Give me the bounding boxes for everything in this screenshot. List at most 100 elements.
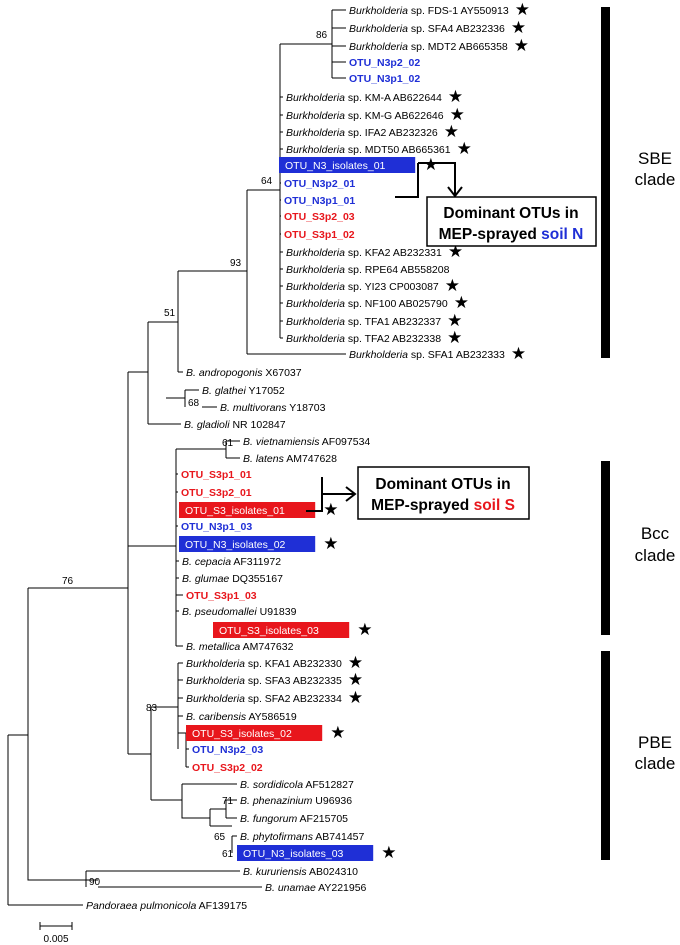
tree-tip: Burkholderia sp. IFA2 AB232326 (286, 127, 438, 139)
tree-tip: OTU_N3_isolates_03 (237, 845, 374, 861)
tree-tip: OTU_N3_isolates_01 (279, 157, 416, 173)
tree-tip: B. latens AM747628 (243, 453, 337, 465)
clade-label-sbe-line2: clade (635, 170, 676, 189)
tip-label: OTU_N3p1_02 (349, 73, 420, 85)
tree-tip: Burkholderia sp. KFA2 AB232331 (286, 247, 442, 259)
tip-label: Pandoraea pulmonicola AF139175 (86, 900, 247, 912)
tip-label: Burkholderia sp. NF100 AB025790 (286, 298, 448, 310)
tree-tip: OTU_S3p2_01 (181, 487, 252, 499)
tip-label: B. fungorum AF215705 (240, 813, 348, 825)
tip-label: OTU_S3p1_03 (186, 590, 257, 602)
bootstrap-value: 68 (188, 398, 200, 409)
clade-label-bcc-line2: clade (635, 546, 676, 565)
tree-tip: Burkholderia sp. NF100 AB025790 (286, 298, 448, 310)
tree-tip: Burkholderia sp. KFA1 AB232330 (186, 658, 342, 670)
tree-tip: Burkholderia sp. SFA4 AB232336 (349, 23, 505, 35)
star-icon: ★ (381, 843, 396, 863)
tip-label: Burkholderia sp. MDT50 AB665361 (286, 144, 451, 156)
scale-bar: 0.005 (39, 922, 73, 945)
tip-label: B. cepacia AF311972 (182, 556, 281, 568)
tip-label: B. pseudomallei U91839 (182, 606, 297, 618)
callout-s-soil: soil S (474, 497, 515, 514)
tree-branch (166, 390, 186, 407)
star-icon: ★ (511, 18, 526, 38)
tree-tip: B. andropogonis X67037 (186, 367, 302, 379)
tree-tip: OTU_S3_isolates_03 (213, 622, 350, 638)
bootstrap-value: 61 (222, 849, 234, 860)
star-icon: ★ (348, 653, 363, 673)
tip-label: OTU_S3p2_02 (192, 762, 263, 774)
bootstrap-value: 93 (230, 258, 242, 269)
otu-highlight-box (179, 502, 316, 518)
tip-label: B. sordidicola AF512827 (240, 779, 354, 791)
tip-label: OTU_S3_isolates_02 (192, 728, 292, 740)
otu-highlight-box (179, 536, 316, 552)
tip-label: B. metallica AM747632 (186, 641, 294, 653)
bootstrap-value: 86 (316, 30, 328, 41)
tree-tip: Burkholderia sp. MDT50 AB665361 (286, 144, 451, 156)
tip-label: OTU_N3_isolates_03 (243, 848, 344, 860)
bootstrap-value: 90 (89, 877, 101, 888)
tree-branch (178, 732, 187, 767)
tip-label: B. glathei Y17052 (202, 385, 285, 397)
tree-tip: OTU_S3_isolates_01 (179, 502, 316, 518)
tree-tip: Burkholderia sp. FDS-1 AY550913 (349, 5, 509, 17)
otu-highlight-box (237, 845, 374, 861)
tip-label: Burkholderia sp. MDT2 AB665358 (349, 41, 508, 53)
clade-bar-sbe (601, 7, 610, 358)
tip-label: OTU_N3p2_03 (192, 744, 263, 756)
tree-tip: OTU_N3p1_02 (349, 73, 420, 85)
tree-tip: B. fungorum AF215705 (240, 813, 348, 825)
tip-label: Burkholderia sp. KM-A AB622644 (286, 92, 442, 104)
tip-label: OTU_S3p1_02 (284, 229, 355, 241)
bootstrap-value: 64 (261, 176, 273, 187)
tip-label: B. andropogonis X67037 (186, 367, 302, 379)
callout-soil-n: Dominant OTUs in MEP-sprayed soil N (395, 162, 597, 247)
tip-label: Burkholderia sp. KFA1 AB232330 (186, 658, 342, 670)
tree-tip: Pandoraea pulmonicola AF139175 (86, 900, 247, 912)
bootstrap-value: 71 (222, 796, 234, 807)
otu-highlight-box (186, 725, 323, 741)
callout-arrowhead-s (345, 486, 357, 502)
tip-label: B. kururiensis AB024310 (243, 866, 358, 878)
tip-label: Burkholderia sp. KM-G AB622646 (286, 110, 444, 122)
otu-highlight-box (213, 622, 350, 638)
clade-label-pbe-line2: clade (635, 754, 676, 773)
star-icon: ★ (357, 620, 372, 640)
callout-arrowhead-n (447, 186, 463, 198)
star-icon: ★ (444, 122, 459, 142)
tip-label: B. vietnamiensis AF097534 (243, 436, 370, 448)
tree-tip: B. vietnamiensis AF097534 (243, 436, 370, 448)
tree-tip: OTU_S3p1_02 (284, 229, 355, 241)
tip-label: Burkholderia sp. TFA1 AB232337 (286, 316, 441, 328)
tree-tip: B. phenazinium U96936 (240, 795, 352, 807)
bootstrap-value: 65 (214, 832, 226, 843)
tip-labels: Burkholderia sp. FDS-1 AY550913★Burkhold… (86, 0, 530, 912)
tree-tip: OTU_S3p2_02 (192, 762, 263, 774)
tip-label: Burkholderia sp. SFA1 AB232333 (349, 349, 505, 361)
tip-label: Burkholderia sp. TFA2 AB232338 (286, 333, 441, 345)
tree-branch (176, 441, 227, 458)
tip-label: Burkholderia sp. IFA2 AB232326 (286, 127, 438, 139)
tree-tip: B. multivorans Y18703 (220, 402, 326, 414)
callout-s-line1: Dominant OTUs in (375, 476, 510, 493)
tree-tip: OTU_N3p1_01 (284, 195, 355, 207)
tree-tip: Burkholderia sp. SFA3 AB232335 (186, 675, 342, 687)
tree-tip: OTU_N3p1_03 (181, 521, 252, 533)
tree-tip: Burkholderia sp. KM-G AB622646 (286, 110, 444, 122)
tree-tip: Burkholderia sp. YI23 CP003087 (286, 281, 439, 293)
tip-label: OTU_N3p2_02 (349, 57, 420, 69)
tree-branch (85, 871, 98, 887)
star-icon: ★ (447, 328, 462, 348)
star-icon: ★ (348, 688, 363, 708)
bootstrap-value: 51 (164, 308, 176, 319)
clade-sbe: SBE clade (601, 7, 675, 358)
star-icon: ★ (445, 276, 460, 296)
bootstrap-value: 83 (146, 703, 158, 714)
scale-bar-label: 0.005 (43, 934, 68, 945)
callout-n-line2: MEP-sprayed soil N (439, 226, 584, 243)
clade-label-sbe-line1: SBE (638, 149, 672, 168)
tip-label: Burkholderia sp. FDS-1 AY550913 (349, 5, 509, 17)
